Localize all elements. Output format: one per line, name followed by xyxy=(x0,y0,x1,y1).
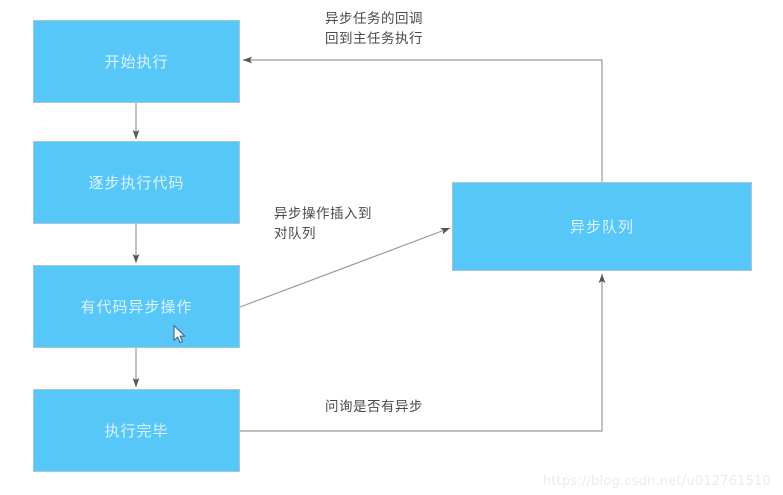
node-async-queue-label: 异步队列 xyxy=(569,217,634,236)
edge-label-callback: 异步任务的回调 回到主任务执行 xyxy=(325,11,423,47)
edge-queue-to-start xyxy=(242,56,603,182)
node-finished-label: 执行完毕 xyxy=(104,421,169,440)
edge-label-enqueue: 异步操作插入到 对队列 xyxy=(274,206,372,242)
node-start[interactable]: 开始执行 xyxy=(33,20,240,103)
node-finished[interactable]: 执行完毕 xyxy=(33,389,240,472)
node-start-label: 开始执行 xyxy=(104,52,169,71)
node-async-op-label: 有代码异步操作 xyxy=(80,297,193,316)
node-step-by-step-label: 逐步执行代码 xyxy=(88,173,185,192)
edge-label-query: 问询是否有异步 xyxy=(325,399,423,415)
node-step-by-step[interactable]: 逐步执行代码 xyxy=(33,141,240,224)
node-async-queue[interactable]: 异步队列 xyxy=(452,182,752,271)
node-async-op[interactable]: 有代码异步操作 xyxy=(33,265,240,348)
watermark-text: https://blog.csdn.net/u012761510 xyxy=(542,474,771,489)
